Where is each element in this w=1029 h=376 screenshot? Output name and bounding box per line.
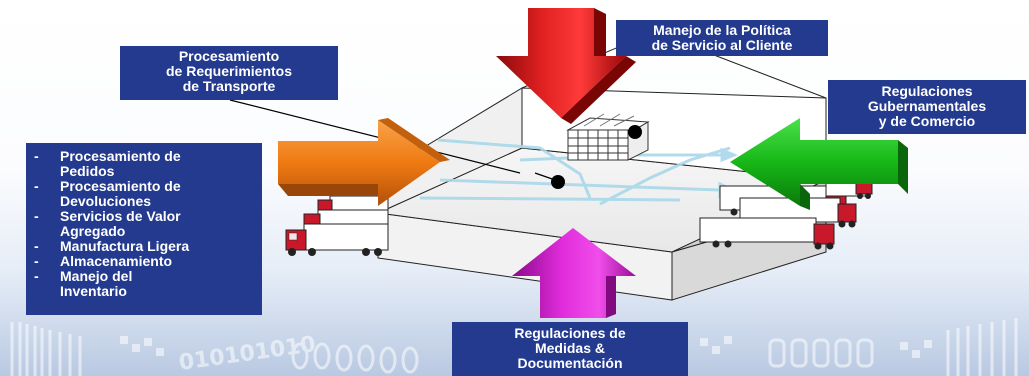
arrow-right xyxy=(730,118,908,210)
flow-lines xyxy=(419,138,738,206)
label-line: de Transporte xyxy=(182,78,276,94)
activity-line: Manejo del xyxy=(60,268,133,284)
label-line: de Requerimientos xyxy=(165,63,293,79)
bullet: - xyxy=(34,253,39,269)
activity-item: - Procesamiento de Pedidos xyxy=(26,149,262,179)
label-customer-service-policy: Manejo de la Política de Servicio al Cli… xyxy=(616,20,828,56)
storage-rack-icon xyxy=(566,113,650,161)
label-line: Manejo de la Política xyxy=(653,22,791,38)
activity-item: - Procesamiento de Devoluciones xyxy=(26,179,262,209)
activity-item: - Manejo del Inventario xyxy=(26,269,262,299)
activities-list-box: - Procesamiento de Pedidos - Procesamien… xyxy=(26,143,262,315)
label-line: Regulaciones xyxy=(881,83,973,99)
pointer-dot-center xyxy=(551,175,565,189)
activities-list: - Procesamiento de Pedidos - Procesamien… xyxy=(26,149,262,299)
label-government-regulations: Regulaciones Gubernamentales y de Comerc… xyxy=(828,80,1026,134)
arrow-top xyxy=(496,8,636,124)
activity-item: - Almacenamiento xyxy=(26,254,262,269)
activity-item: - Servicios de Valor Agregado xyxy=(26,209,262,239)
arrow-left xyxy=(278,118,450,206)
svg-text:010101010: 010101010 xyxy=(177,332,317,376)
trucks-right xyxy=(699,175,873,250)
label-measurement-regulations: Regulaciones de Medidas & Documentación xyxy=(452,322,688,376)
label-line: de Servicio al Cliente xyxy=(651,37,793,53)
label-line: Regulaciones de xyxy=(514,325,626,341)
truck-icon xyxy=(699,217,835,250)
bullet: - xyxy=(34,148,39,164)
label-transport-requirements: Procesamiento de Requerimientos de Trans… xyxy=(120,46,338,100)
label-line: Procesamiento xyxy=(178,48,280,64)
trucks-left xyxy=(285,195,389,256)
activity-line: Procesamiento de xyxy=(60,178,181,194)
truck-icon xyxy=(285,223,389,256)
activity-line: Manufactura Ligera xyxy=(60,238,190,254)
label-line: Medidas & xyxy=(534,340,605,356)
label-line: Gubernamentales xyxy=(867,98,987,114)
bullet: - xyxy=(34,268,39,284)
bullet: - xyxy=(34,208,39,224)
activity-line: Almacenamiento xyxy=(60,253,173,269)
label-line: y de Comercio xyxy=(878,113,976,129)
arrow-bottom xyxy=(512,228,636,318)
activity-line: Devoluciones xyxy=(60,193,152,209)
activity-line: Agregado xyxy=(60,223,126,239)
activity-line: Servicios de Valor xyxy=(60,208,181,224)
label-line: Documentación xyxy=(517,355,623,371)
activity-item: - Manufactura Ligera xyxy=(26,239,262,254)
activity-line: Procesamiento de xyxy=(60,148,181,164)
activity-line: Inventario xyxy=(60,283,127,299)
pointer-dot-rack xyxy=(628,125,642,139)
bullet: - xyxy=(34,238,39,254)
activity-line: Pedidos xyxy=(60,163,115,179)
bullet: - xyxy=(34,178,39,194)
